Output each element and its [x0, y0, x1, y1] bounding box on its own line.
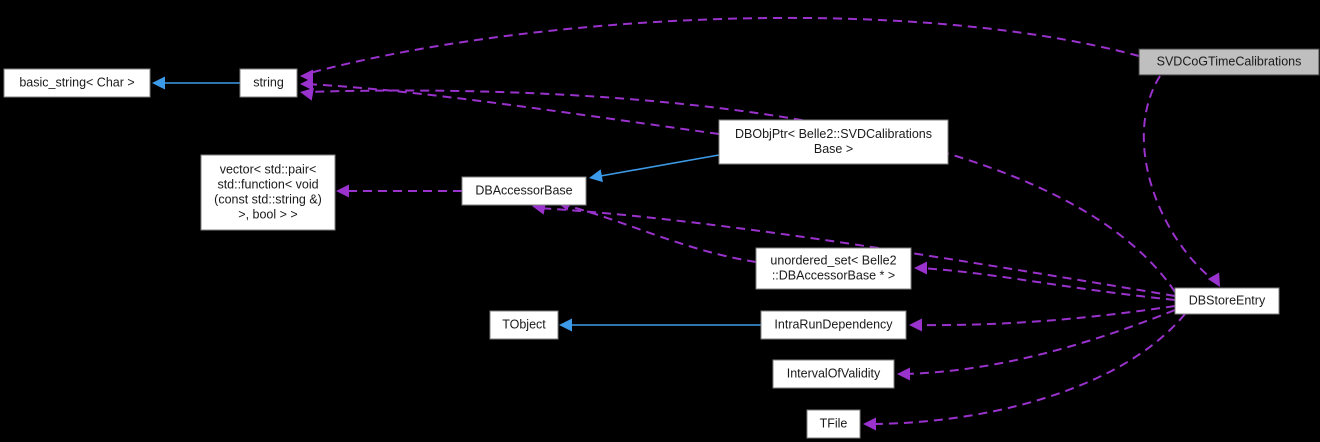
edge-svdcogtimecalibrations-to-dbstoreentry [1142, 75, 1220, 287]
node-label-line: ::DBAccessorBase * > [772, 268, 895, 282]
arrowhead [300, 87, 314, 101]
node-label-line: IntraRunDependency [774, 317, 893, 331]
node-box[interactable] [1138, 48, 1320, 76]
class-node-string[interactable]: string [239, 68, 298, 98]
edge-dbstoreentry-to-string [300, 87, 1176, 293]
arrowhead [863, 417, 876, 431]
arrowhead [589, 169, 603, 183]
edge-string-to-basic_string [152, 76, 240, 90]
node-label-line: SVDCoGTimeCalibrations [1157, 54, 1302, 68]
node-label-line: vector< std::pair< [220, 162, 317, 176]
class-node-tfile[interactable]: TFile [806, 409, 861, 439]
arrowhead [300, 77, 313, 91]
node-label-line: TObject [502, 317, 546, 331]
node-box[interactable] [772, 359, 895, 389]
edge-dbstoreentry-to-intervalofvalidity [897, 309, 1176, 381]
node-label-line: string [253, 75, 284, 89]
node-label-line: Base > [814, 142, 853, 156]
node-box[interactable] [806, 409, 861, 439]
class-node-unordered_set[interactable]: unordered_set< Belle2::DBAccessorBase * … [755, 247, 912, 290]
node-label-line: unordered_set< Belle2 [770, 253, 896, 267]
node-label-line: (const std::string &) [214, 192, 322, 206]
arrowhead [152, 76, 165, 90]
edge-dbstoreentry-to-unordered_set [914, 261, 1176, 301]
class-node-basic_string[interactable]: basic_string< Char > [3, 68, 151, 98]
node-box[interactable] [718, 119, 949, 165]
node-label-line: basic_string< Char > [19, 75, 134, 89]
node-box[interactable] [760, 310, 907, 340]
edge-dbobjptr-to-dbaccessorbase [589, 154, 720, 183]
edge-svdcogtimecalibrations-to-string [300, 16, 1140, 83]
node-box[interactable] [461, 176, 587, 206]
edge-dbstoreentry-to-intrarundependency [909, 305, 1176, 332]
arrowhead [914, 261, 927, 275]
node-box[interactable] [755, 247, 912, 290]
class-node-dbstoreentry[interactable]: DBStoreEntry [1174, 287, 1280, 315]
class-node-intervalofvalidity[interactable]: IntervalOfValidity [772, 359, 895, 389]
arrowhead [897, 367, 910, 381]
node-label-line: IntervalOfValidity [787, 366, 881, 380]
node-box[interactable] [1174, 287, 1280, 315]
node-label-line: TFile [820, 416, 848, 430]
node-box[interactable] [200, 154, 336, 231]
class-node-dbaccessorbase[interactable]: DBAccessorBase [461, 176, 587, 206]
edge-dbobjptr-to-string [300, 77, 720, 135]
node-box[interactable] [239, 68, 298, 98]
node-box[interactable] [3, 68, 151, 98]
arrowhead [1207, 272, 1220, 287]
node-label-line: std::function< void [217, 177, 318, 191]
edge-layer [152, 16, 1220, 431]
node-box[interactable] [489, 310, 559, 340]
arrowhead [559, 318, 572, 332]
edge-unordered_set-to-dbaccessorbase [556, 197, 757, 263]
node-label-line: DBAccessorBase [475, 183, 572, 197]
arrowhead [909, 318, 922, 332]
edge-dbstoreentry-to-tfile [863, 313, 1186, 431]
edge-intrarundependency-to-tobject [559, 318, 761, 332]
node-label-line: >, bool > > [238, 207, 297, 221]
arrowhead [336, 184, 349, 198]
class-node-intrarundependency[interactable]: IntraRunDependency [760, 310, 907, 340]
node-label-line: DBObjPtr< Belle2::SVDCalibrations [735, 127, 932, 141]
node-label-line: DBStoreEntry [1189, 293, 1266, 307]
edge-dbaccessorbase-to-vector_pair [336, 184, 462, 198]
class-node-vector_pair[interactable]: vector< std::pair<std::function< void(co… [200, 154, 336, 231]
class-node-svdcogtimecalibrations[interactable]: SVDCoGTimeCalibrations [1138, 48, 1320, 76]
class-node-tobject[interactable]: TObject [489, 310, 559, 340]
